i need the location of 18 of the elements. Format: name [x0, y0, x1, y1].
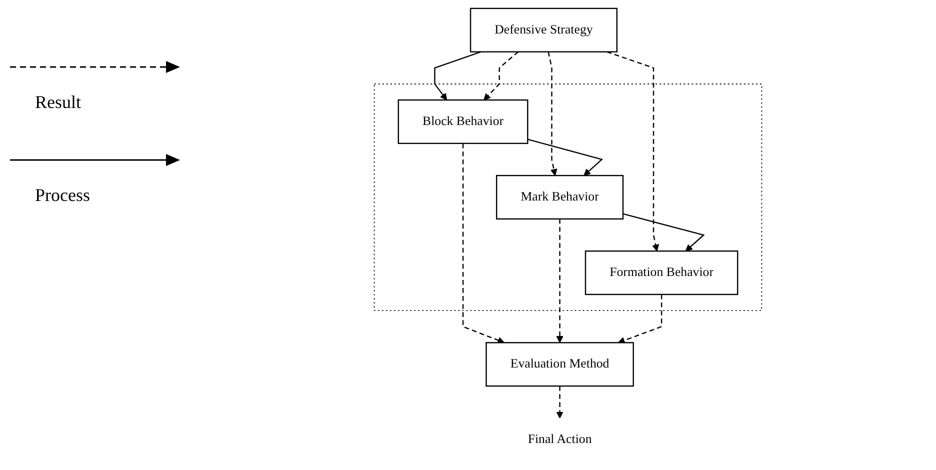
- node-box: Block Behavior: [398, 99, 528, 144]
- arrow: [462, 143, 505, 344]
- arrow: [556, 386, 564, 418]
- node-box: Mark Behavior: [496, 174, 624, 220]
- arrow: [622, 213, 705, 252]
- node-box: Formation Behavior: [584, 250, 738, 296]
- arrow: [484, 51, 519, 100]
- arrow: [606, 51, 660, 252]
- arrow: [434, 51, 482, 100]
- node-text: Final Action: [528, 432, 592, 446]
- arrow: [618, 294, 662, 344]
- arrow: [528, 138, 604, 176]
- node-box: Defensive Strategy: [470, 8, 618, 52]
- legend-text: Process: [35, 185, 90, 206]
- node-box: Evaluation Method: [486, 342, 634, 387]
- arrow: [556, 218, 564, 343]
- arrow: [548, 52, 558, 176]
- legend-text: Result: [35, 92, 82, 113]
